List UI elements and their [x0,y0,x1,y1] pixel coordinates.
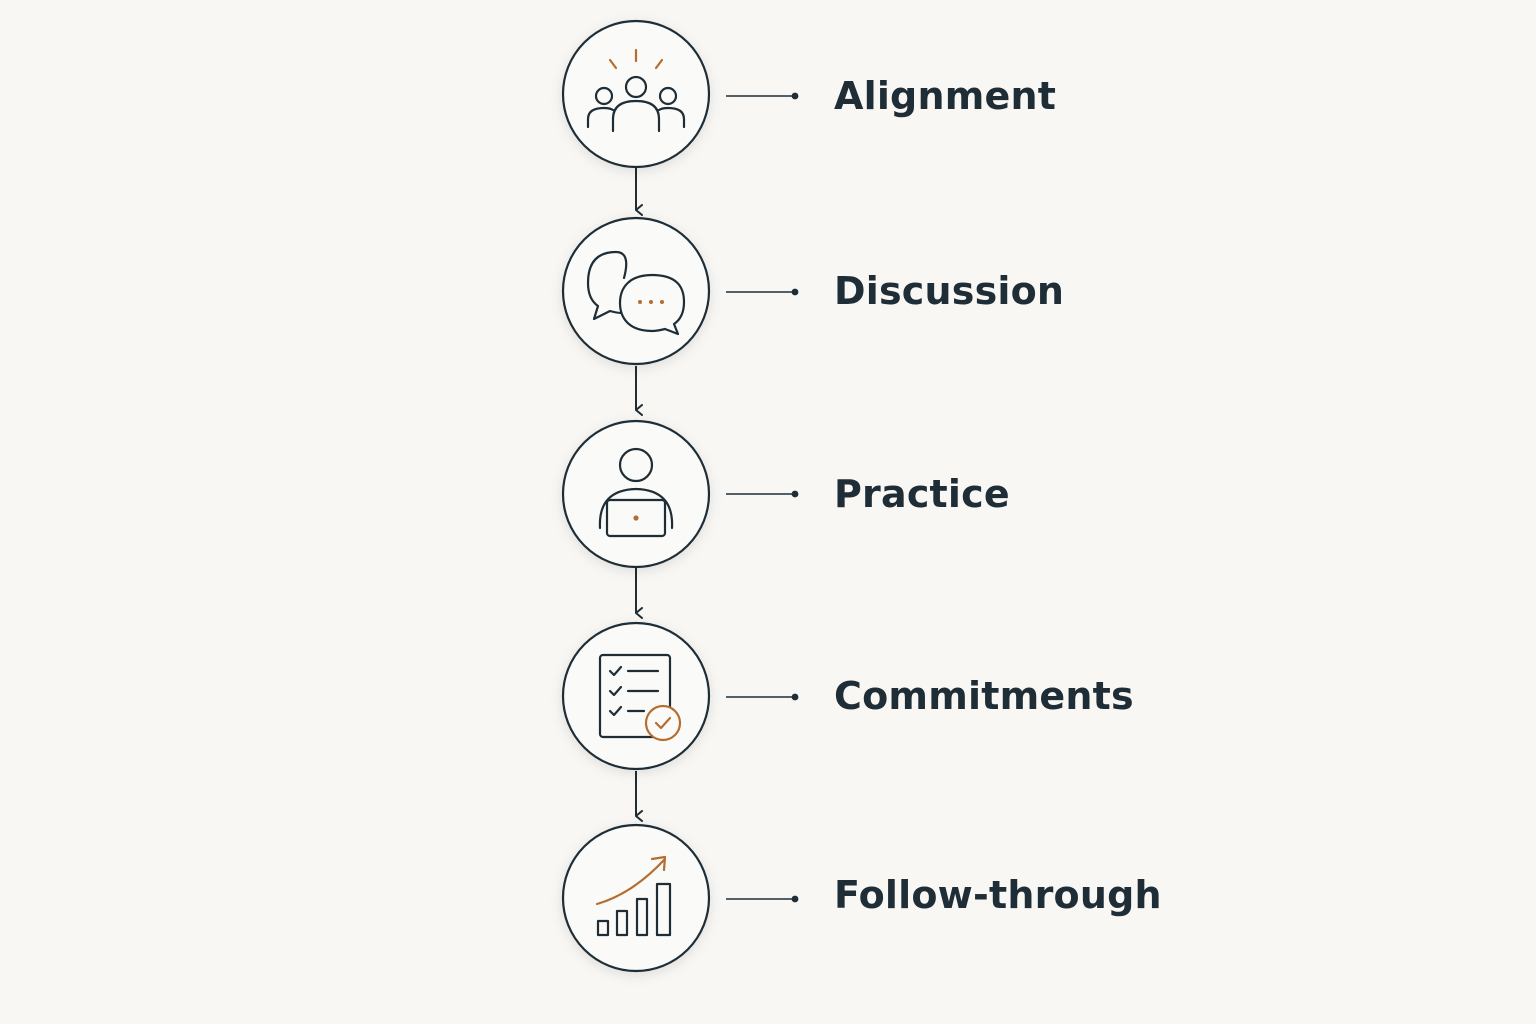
step-label-follow-through: Follow-through [834,873,1162,917]
step-label-discussion: Discussion [834,269,1064,313]
step-circle [561,19,711,169]
label-connector-dot [791,288,799,296]
step-label-practice: Practice [834,472,1010,516]
label-connector-dot [791,693,799,701]
step-circle [561,621,711,771]
step-circle [561,823,711,973]
step-commitments: Commitments [561,621,1134,771]
step-practice: Practice [561,419,1010,569]
team-alignment-icon [586,48,686,133]
checklist-icon [598,653,682,742]
chat-bubbles-icon [586,250,686,336]
step-alignment: Alignment [561,19,1056,169]
person-laptop-icon [598,447,674,538]
label-connector-dot [791,490,799,498]
step-label-commitments: Commitments [834,674,1134,718]
step-follow-through: Follow-through [561,823,1162,973]
label-connector-dot [791,895,799,903]
growth-chart-icon [595,855,672,937]
step-circle [561,419,711,569]
step-discussion: Discussion [561,216,1064,366]
label-connector-dot [791,92,799,100]
step-label-alignment: Alignment [834,74,1056,118]
